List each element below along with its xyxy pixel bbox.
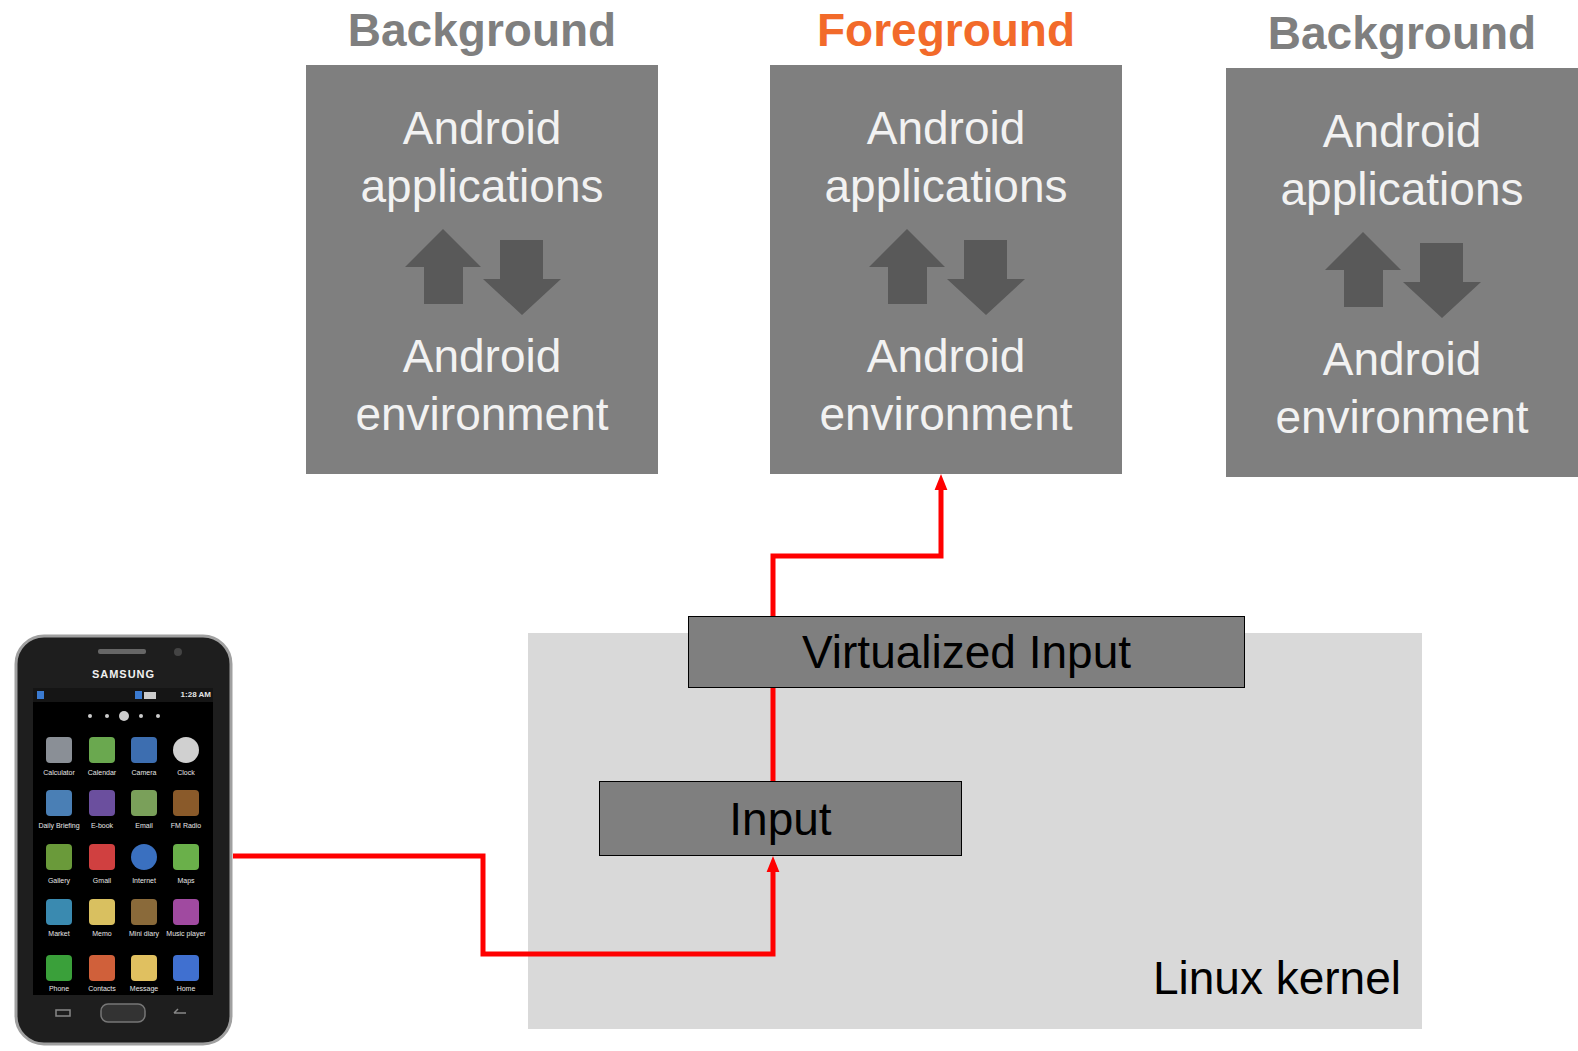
app-label: Calculator xyxy=(38,769,80,777)
page-dots xyxy=(88,711,160,721)
app-icon xyxy=(131,790,157,816)
phone-camera xyxy=(174,648,182,656)
status-icon xyxy=(144,692,156,699)
app-icon xyxy=(46,737,72,763)
app-icon xyxy=(173,955,199,981)
layer-label: Android environment xyxy=(306,327,658,443)
app-label: Memo xyxy=(81,930,123,938)
app-icon xyxy=(46,955,72,981)
signal-connector xyxy=(233,856,773,954)
status-bar xyxy=(33,688,213,702)
container-heading: Foreground xyxy=(770,3,1122,57)
down-arrow xyxy=(1403,243,1481,318)
app-icon xyxy=(173,844,199,870)
app-label: E-book xyxy=(81,822,123,830)
phone-illustration xyxy=(16,636,231,1044)
app-icon xyxy=(173,737,199,763)
app-icon xyxy=(173,790,199,816)
app-icon xyxy=(89,899,115,925)
status-icon xyxy=(135,691,142,699)
app-label: Internet xyxy=(123,877,165,885)
app-label: Message xyxy=(123,985,165,993)
down-arrow xyxy=(483,240,561,315)
app-icon xyxy=(46,790,72,816)
up-down-arrows xyxy=(405,229,561,315)
app-icons xyxy=(46,737,199,981)
layer-label: Android applications xyxy=(770,99,1122,215)
signal-connector xyxy=(771,688,776,781)
box-label: Virtualized Input xyxy=(802,625,1131,679)
page-dot xyxy=(105,714,109,718)
box-label: Input xyxy=(729,792,831,846)
page-dot xyxy=(156,714,160,718)
page-dot xyxy=(88,714,92,718)
app-label: Music player xyxy=(165,930,207,938)
clock-label: 1:28 AM xyxy=(159,690,211,700)
container-heading: Background xyxy=(306,3,658,57)
app-icon xyxy=(89,844,115,870)
brand-label: SAMSUNG xyxy=(14,668,233,681)
phone-earpiece xyxy=(98,649,146,654)
signal-connector xyxy=(773,490,941,616)
android-container: BackgroundAndroid applicationsAndroid en… xyxy=(306,65,658,474)
app-label: Market xyxy=(38,930,80,938)
app-label: Camera xyxy=(123,769,165,777)
app-icon xyxy=(89,737,115,763)
container-heading: Background xyxy=(1226,6,1578,60)
app-label: FM Radio xyxy=(165,822,207,830)
app-label: Home xyxy=(165,985,207,993)
app-label: Maps xyxy=(165,877,207,885)
page-dot xyxy=(139,714,143,718)
layer-label: Android applications xyxy=(306,99,658,215)
home-button xyxy=(101,1004,145,1022)
down-arrow xyxy=(947,240,1025,315)
app-label: Phone xyxy=(38,985,80,993)
app-label: Clock xyxy=(165,769,207,777)
app-label: Contacts xyxy=(81,985,123,993)
app-icon xyxy=(89,790,115,816)
kernel-module-box: Virtualized Input xyxy=(688,616,1245,688)
back-key xyxy=(174,1009,186,1013)
status-icon xyxy=(37,691,44,699)
up-down-arrows xyxy=(869,229,1025,315)
layer-label: Android environment xyxy=(770,327,1122,443)
app-label: Calendar xyxy=(81,769,123,777)
app-icon xyxy=(46,844,72,870)
up-down-arrows xyxy=(1325,232,1481,318)
phone-screen xyxy=(33,688,213,995)
app-icon xyxy=(89,955,115,981)
layer-label: Android applications xyxy=(1226,102,1578,218)
android-container: ForegroundAndroid applicationsAndroid en… xyxy=(770,65,1122,474)
app-label: Gallery xyxy=(38,877,80,885)
app-label: Gmail xyxy=(81,877,123,885)
app-icon xyxy=(173,899,199,925)
kernel-module-box: Input xyxy=(599,781,962,856)
up-arrow xyxy=(869,229,945,304)
up-arrow xyxy=(1325,232,1401,307)
app-icon xyxy=(131,737,157,763)
layer-label: Android environment xyxy=(1226,330,1578,446)
phone-body xyxy=(16,636,231,1044)
app-label: Email xyxy=(123,822,165,830)
app-icon xyxy=(131,844,157,870)
app-icon xyxy=(131,955,157,981)
app-label: Daily Briefing xyxy=(38,822,80,830)
up-arrow xyxy=(405,229,481,304)
menu-key xyxy=(56,1010,70,1016)
kernel-region: Linux kernelVirtualized InputInput xyxy=(528,633,1422,1029)
app-icon xyxy=(46,899,72,925)
page-dot xyxy=(119,711,129,721)
android-container: BackgroundAndroid applicationsAndroid en… xyxy=(1226,68,1578,477)
app-label: Mini diary xyxy=(123,930,165,938)
app-icon xyxy=(131,899,157,925)
region-label: Linux kernel xyxy=(1153,951,1401,1005)
phone-device: SAMSUNG 1:28 AM CalculatorCalendarCameraCl… xyxy=(14,634,233,1046)
